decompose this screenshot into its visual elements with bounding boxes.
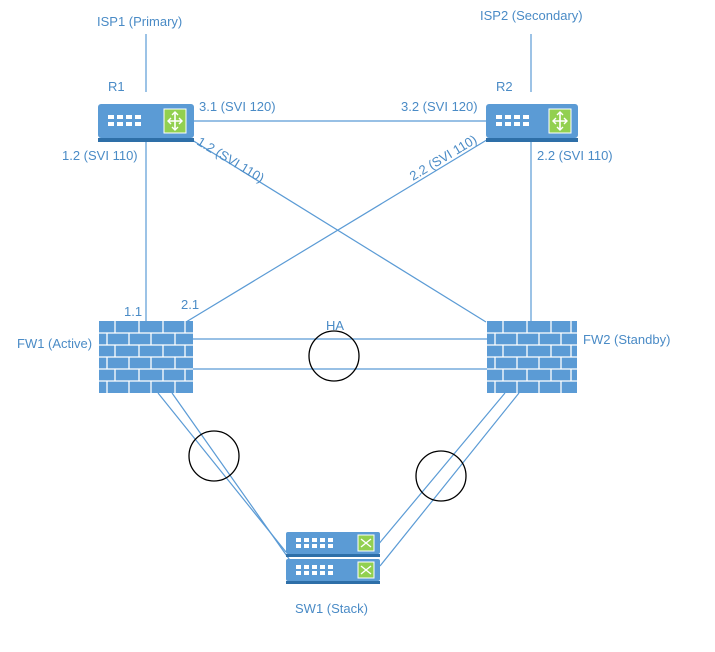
r2-router-icon[interactable] xyxy=(486,104,578,142)
fw1-firewall-icon[interactable] xyxy=(99,321,193,393)
r2-fw1-link xyxy=(185,137,491,323)
fw2-firewall-icon[interactable] xyxy=(487,321,577,393)
fw1-label: FW1 (Active) xyxy=(17,336,92,351)
fw2-sw1-link-1 xyxy=(371,392,506,553)
sw1-switch-top-icon xyxy=(286,532,380,557)
fw1-sw1-link-1 xyxy=(157,392,287,553)
fw2-sw1-lag-circle xyxy=(415,450,467,502)
fw1-port-11-label: 1.1 xyxy=(124,304,142,319)
r2-label: R2 xyxy=(496,79,513,94)
fw1-sw1-lag-circle xyxy=(188,430,240,482)
r1-port-31-label: 3.1 (SVI 120) xyxy=(199,99,276,114)
r2-port-22-label: 2.2 (SVI 110) xyxy=(537,148,613,163)
ha-lag-circle xyxy=(308,330,360,382)
fw1-port-21-label: 2.1 xyxy=(181,297,199,312)
ha-label: HA xyxy=(326,318,344,333)
r2-port-32-label: 3.2 (SVI 120) xyxy=(401,99,478,114)
r1-port-12-label: 1.2 (SVI 110) xyxy=(62,148,138,163)
r1-label: R1 xyxy=(108,79,125,94)
r1-port-12-diag-label: 1.2 (SVI 110) xyxy=(194,134,267,186)
isp1-label: ISP1 (Primary) xyxy=(97,14,182,29)
sw1-switch-bottom-icon xyxy=(286,559,380,584)
fw1-sw1-link-2 xyxy=(171,392,295,567)
fw2-label: FW2 (Standby) xyxy=(583,332,670,347)
r1-fw2-link xyxy=(191,139,487,323)
fw2-sw1-link-2 xyxy=(379,392,520,567)
sw1-label: SW1 (Stack) xyxy=(295,601,368,616)
sw1-switch-stack-icon[interactable] xyxy=(286,532,380,584)
isp2-label: ISP2 (Secondary) xyxy=(480,8,583,23)
r2-port-22-diag-label: 2.2 (SVI 110) xyxy=(407,132,480,184)
r1-router-icon[interactable] xyxy=(98,104,194,142)
